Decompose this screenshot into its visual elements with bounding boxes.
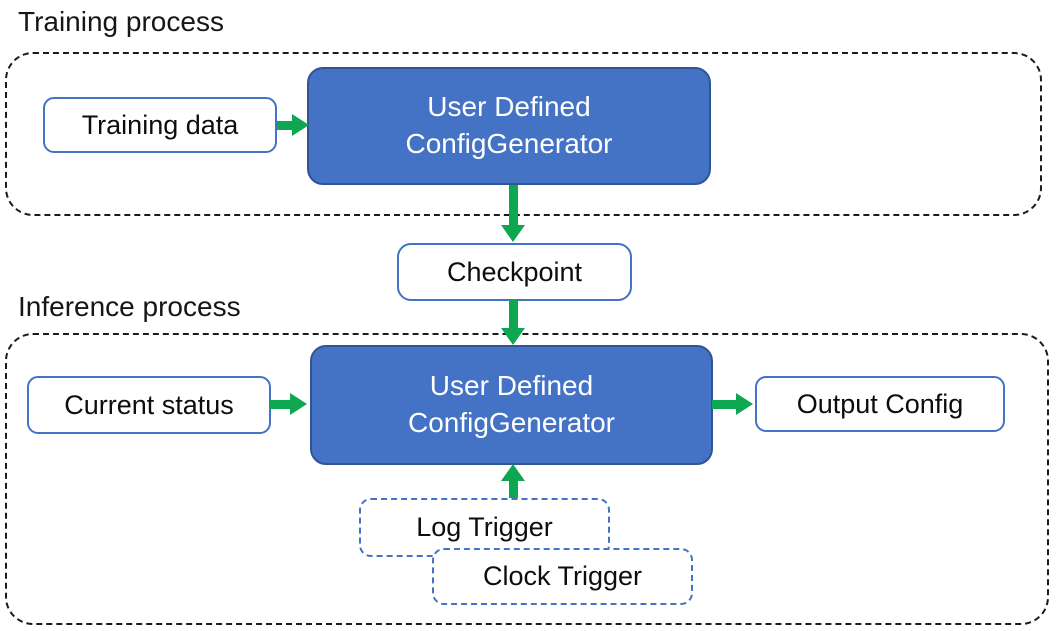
current-status-node: Current status [27,376,271,434]
arrow-head [292,114,309,136]
arrow-shaft [712,399,736,409]
generator-label-line2: ConfigGenerator [405,128,613,159]
log-trigger-node: Log Trigger [359,498,610,557]
inference-process-container [5,333,1049,625]
inference-process-label: Inference process [18,291,241,322]
generator-label-line1: User Defined [427,91,591,123]
arrow-triggers-to-generator-icon [501,464,525,498]
arrow-training-data-to-generator-icon [277,114,309,136]
inference-generator-node: User Defined ConfigGenerator [310,345,713,465]
arrow-shaft [270,399,290,409]
output-config-node: Output Config [755,376,1005,432]
arrow-shaft [508,185,518,225]
checkpoint-node: Checkpoint [397,243,632,301]
arrow-generator-to-checkpoint-icon [501,185,525,242]
arrow-shaft [508,299,518,328]
arrow-current-status-to-generator-icon [270,393,307,415]
training-process-container [5,52,1042,216]
arrow-shaft [508,481,518,498]
arrow-checkpoint-to-generator-icon [501,299,525,345]
arrow-generator-to-output-icon [712,393,753,415]
training-generator-node: User Defined ConfigGenerator [307,67,711,185]
generator-label-line2: ConfigGenerator [407,407,615,438]
arrow-head [501,328,525,345]
training-process-label: Training process [18,6,224,37]
arrow-head [736,393,753,415]
arrow-shaft [277,120,292,130]
arrow-head [290,393,307,415]
arrow-head [501,464,525,481]
arrow-head [501,225,525,242]
training-data-node: Training data [43,97,277,153]
generator-label-line1: User Defined [429,370,594,402]
clock-trigger-node: Clock Trigger [432,548,693,605]
